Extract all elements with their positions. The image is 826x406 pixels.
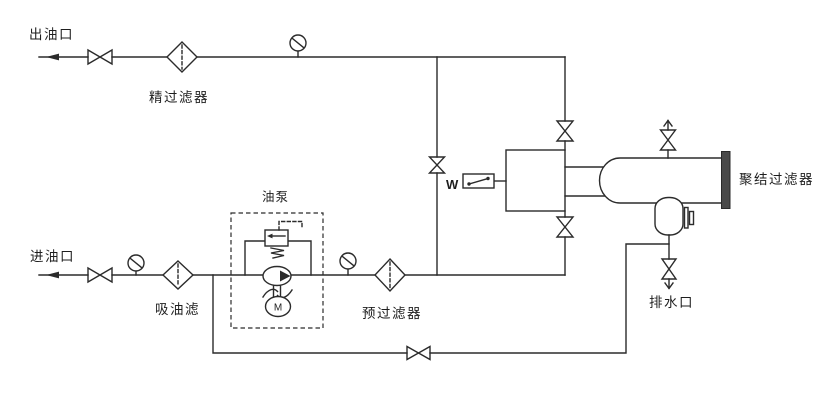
drain-assembly: [660, 234, 678, 290]
pump-unit: M: [230, 212, 324, 329]
pot-sight-flange-inner: [688, 210, 695, 226]
vessel-bottom-inlet-valve-icon: [555, 216, 575, 238]
inlet-valve-icon: [87, 266, 113, 284]
vent-valve-icon: [659, 129, 677, 151]
coalescer-group: [598, 119, 731, 290]
inlet-flow-arrow-icon: [46, 271, 59, 279]
coalescer-label: 聚结过滤器: [739, 172, 814, 187]
pressure-switch-letter: W: [446, 177, 459, 192]
pump-label: 油泵: [262, 190, 289, 204]
water-pot-group: [654, 196, 695, 236]
valves: [87, 48, 575, 361]
pre-filter-label: 预过滤器: [362, 306, 422, 321]
pump-icon: [262, 265, 292, 287]
pot-sight-flange-outer: [683, 206, 689, 229]
motor-letter: M: [274, 303, 282, 314]
line-filters: [161, 41, 406, 293]
diagram-labels: 出油口 精过滤器 进油口 吸油滤 油泵 预过滤器 聚结过滤器 排水口: [29, 27, 814, 321]
pump-flow-triangle: [280, 270, 291, 282]
vessel-inlet-stubs: [564, 166, 609, 197]
relief-valve-arrowhead: [267, 233, 273, 239]
switch-lever: [468, 177, 489, 185]
middle-riser-valve-icon: [427, 156, 447, 174]
vessel-end-flange: [721, 151, 731, 209]
drain-label: 排水口: [649, 295, 694, 310]
manifold-group: W: [446, 149, 566, 212]
outlet-flow-arrow-icon: [46, 53, 59, 61]
inlet-label: 进油口: [30, 249, 75, 264]
outlet-valve-icon: [87, 48, 113, 66]
pump-shaft: [272, 284, 282, 298]
motor-icon: [264, 295, 292, 318]
inlet-pressure-gauge-icon: [127, 254, 145, 276]
vessel-top-inlet-valve-icon: [555, 120, 575, 142]
suction-filter-label: 吸油滤: [155, 302, 200, 317]
outlet-pressure-gauge-icon: [289, 34, 307, 58]
water-pot: [654, 196, 684, 236]
bypass-valve-icon: [406, 345, 431, 361]
vent-assembly: [659, 119, 677, 159]
pump-outlet-pressure-gauge-icon: [339, 252, 357, 276]
coalescer-vessel: [598, 157, 723, 204]
fine-filter-label: 精过滤器: [149, 90, 209, 105]
relief-valve-spring-icon: [270, 247, 285, 259]
pressure-gauges: [127, 34, 357, 276]
pump-unit-boundary: [230, 212, 324, 329]
recirculation-pipe: [212, 243, 670, 354]
relief-valve-icon: [264, 229, 289, 247]
vent-arrow-icon: [663, 119, 673, 127]
pipe-lines: [38, 53, 670, 354]
relief-loop-pipe: [244, 240, 312, 276]
relief-pilot-line: [278, 220, 303, 231]
drain-arrow-icon: [664, 282, 674, 290]
manifold-block: [505, 149, 566, 212]
outlet-label: 出油口: [29, 27, 74, 42]
drain-valve-icon: [660, 258, 678, 280]
